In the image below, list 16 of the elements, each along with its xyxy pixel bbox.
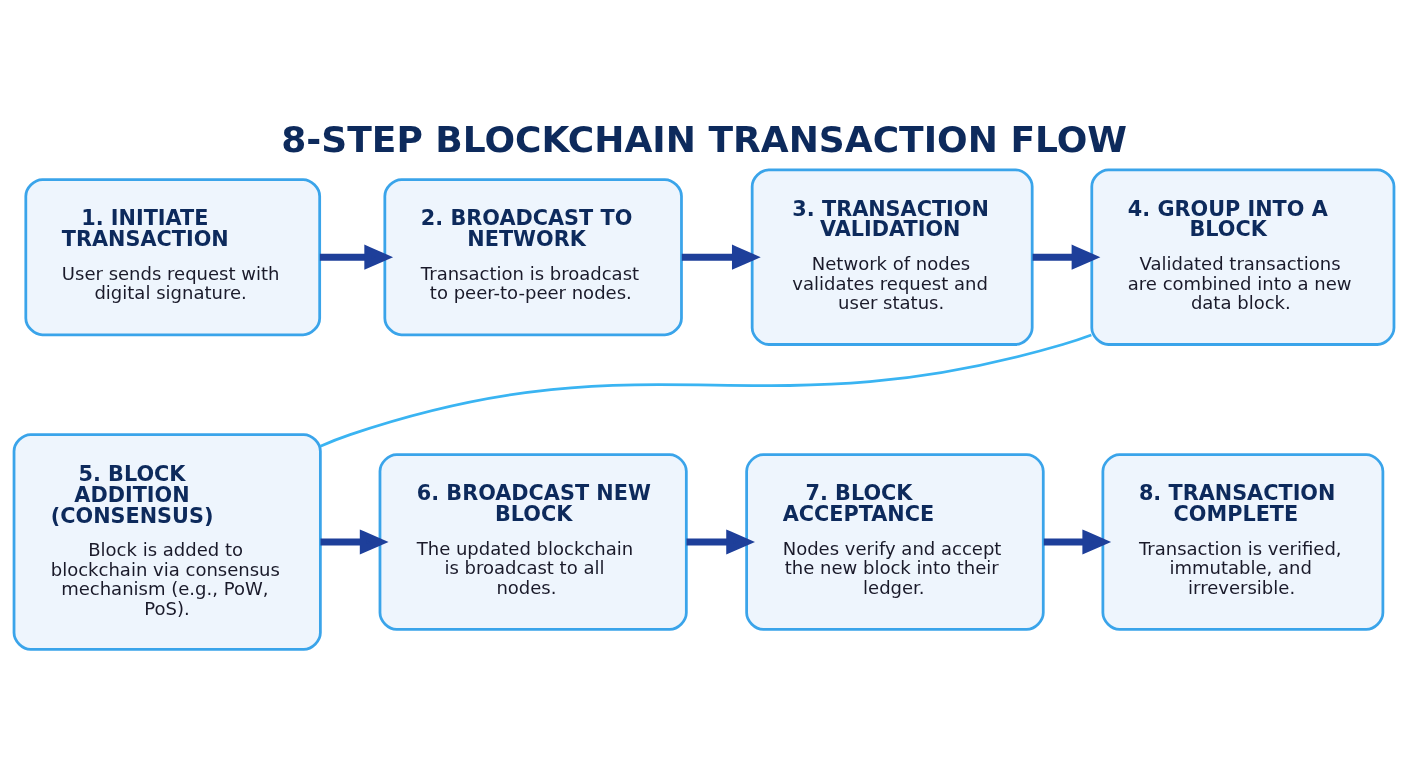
arrow [681,244,761,270]
node-box: 2. BROADCAST TO NETWORK Transaction is broadcast to peer-to-peer nodes. [383,178,683,337]
arrow [1043,529,1112,555]
node-box: 6. BROADCAST NEW BLOCK The updated blockchain is broadcast to all nodes. [378,453,688,631]
node-box: 8. TRANSACTION COMPLETE Transaction is verified, immutable, and irreversible. [1101,453,1385,631]
node-box: 4. GROUP INTO A BLOCK Validated transactions are combined into a new data block. [1090,168,1396,346]
arrow [1032,244,1101,270]
connector [319,333,1092,448]
node-box: 3. TRANSACTION VALIDATION Network of nodes validates request and user status. [750,168,1034,346]
diagram-title: 8-STEP BLOCKCHAIN TRANSACTION FLOW [281,118,1128,160]
node-box: 5. BLOCK ADDITION (CONSENSUS) Block is added to blockchain via consensus mechanism (e.g., PoW, PoS). [12,433,322,651]
arrow [686,529,755,555]
node-box: 7. BLOCK ACCEPTANCE Nodes verify and accept the new block into their ledger. [745,453,1045,631]
node-box: 1. INITIATE TRANSACTION User sends request with digital signature. [24,178,322,337]
arrow [319,244,394,270]
arrow [320,529,389,555]
